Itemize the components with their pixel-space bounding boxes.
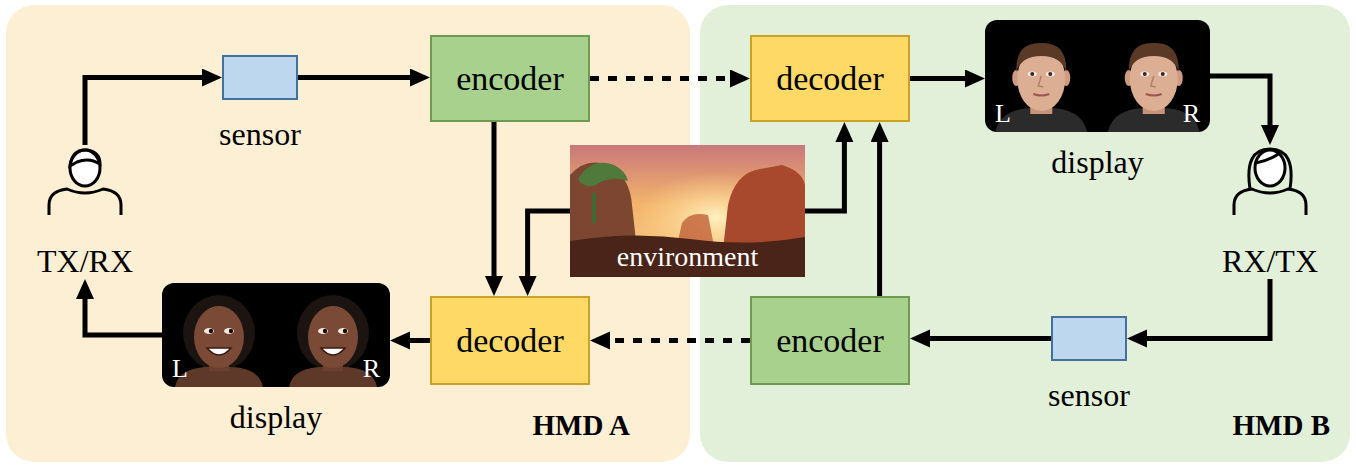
environment-image: environment [570,145,805,277]
eye-label: R [363,355,380,383]
illustration-part [1033,94,1049,96]
dashed-connector [590,76,740,81]
illustration-part [1038,76,1043,87]
illustration-part [1161,72,1165,76]
connector-arrow [1137,279,1270,339]
eye-label: L [995,100,1011,128]
connector-arrow [877,132,882,296]
illustration-part [297,295,369,371]
panel-title: HMD B [1233,408,1330,442]
sensor-label: sensor [1048,377,1130,413]
display-screen: LR [162,283,390,387]
encoder-box: encoder [750,296,910,385]
display-screen: LR [985,20,1210,132]
illustration-part [1028,72,1037,77]
illustration-part [204,328,214,334]
illustration-part [224,328,234,334]
box-label: encoder [456,59,564,99]
illustration-part [308,306,358,368]
display-node: LRdisplay [162,283,390,435]
illustration-part [570,235,805,277]
sensor-node: sensor [200,55,320,152]
person-node: TX/RX [25,145,145,279]
sensor-node: sensor [1029,316,1149,413]
illustration-part [318,328,328,334]
connector-arrow [1210,76,1270,135]
face-images [162,283,390,387]
illustration-part [1255,150,1285,186]
illustration-part [1046,72,1055,77]
illustration-part [578,163,628,186]
illustration-part [1143,72,1147,76]
person-label: TX/RX [37,243,133,279]
box-label: decoder [776,59,884,99]
connector-arrow [920,336,1051,341]
illustration-part [70,150,100,186]
illustration-part [343,329,347,333]
illustration-part [207,348,231,355]
environment-label: environment [617,241,759,273]
illustration-part [1234,189,1306,215]
illustration-part [1129,43,1179,72]
illustration-part [1151,76,1156,87]
display-label: display [1051,144,1143,180]
illustration-part [323,329,327,333]
panel-title: HMD A [533,408,630,442]
box-label: decoder [456,321,564,361]
illustration-part [321,348,345,355]
person-node: RX/TX [1210,145,1330,279]
decoder-box: decoder [750,35,910,122]
illustration-part [570,145,805,277]
eye-label: R [1183,100,1200,128]
connector-arrow [400,338,430,343]
decoder-box: decoder [430,296,590,385]
connector-arrow [492,122,497,286]
person-label: RX/TX [1222,243,1318,279]
dashed-connector [600,338,750,343]
illustration-part [592,193,596,223]
connector-arrow [85,78,212,146]
connector-arrow [85,289,162,335]
sensor-box [222,55,298,100]
person-icon [1228,145,1312,217]
encoder-box: encoder [430,35,590,122]
illustration-part [1249,149,1291,189]
illustration-part [1146,94,1162,96]
illustration-part [1140,72,1149,77]
illustration-part [194,306,244,368]
illustration-part [1256,153,1280,163]
box-label: encoder [776,321,884,361]
illustration-part [183,295,255,371]
illustration-part [1030,72,1034,76]
person-icon [43,145,127,217]
display-label: display [230,399,322,435]
sensor-box [1051,316,1127,361]
illustration-part [570,145,805,277]
eye-label: L [172,355,188,383]
illustration-part [229,329,233,333]
face-images [985,20,1210,132]
connector-arrow [528,211,570,286]
illustration-part [70,150,100,166]
illustration-part [49,189,121,215]
illustration-part [209,329,213,333]
display-node: LRdisplay [985,20,1210,180]
illustration-part [338,328,348,334]
connector-arrow [805,132,844,211]
connector-arrow [298,75,420,80]
sensor-label: sensor [219,116,301,152]
illustration-part [1158,72,1167,77]
connector-arrow [910,76,975,81]
illustration-part [1016,43,1066,72]
illustration-part [1048,72,1052,76]
